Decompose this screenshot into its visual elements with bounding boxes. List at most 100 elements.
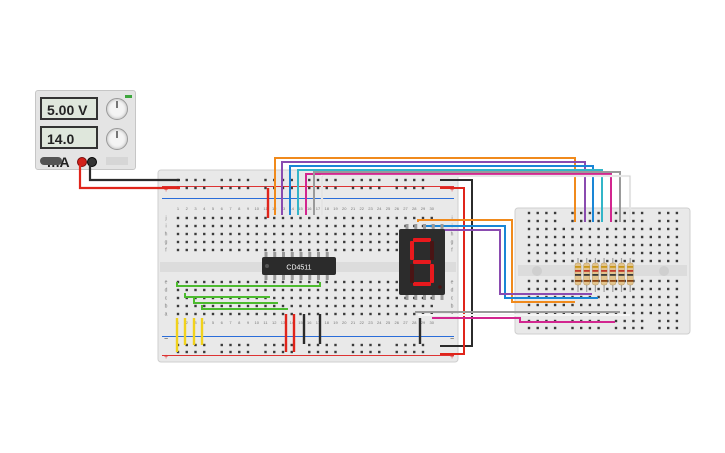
terminal-hole[interactable] xyxy=(640,303,644,307)
rail-hole[interactable] xyxy=(527,219,531,223)
terminal-hole[interactable] xyxy=(316,240,320,244)
rail-hole[interactable] xyxy=(220,186,223,190)
terminal-hole[interactable] xyxy=(527,243,531,247)
terminal-hole[interactable] xyxy=(649,295,652,299)
terminal-hole[interactable] xyxy=(378,288,381,292)
terminal-hole[interactable] xyxy=(562,235,565,239)
terminal-hole[interactable] xyxy=(386,288,390,292)
terminal-hole[interactable] xyxy=(623,311,626,315)
terminal-hole[interactable] xyxy=(194,312,197,316)
terminal-hole[interactable] xyxy=(325,304,328,308)
rail-hole[interactable] xyxy=(360,350,363,354)
terminal-hole[interactable] xyxy=(378,312,381,316)
rail-hole[interactable] xyxy=(369,343,372,347)
rail-hole[interactable] xyxy=(614,319,618,323)
terminal-hole[interactable] xyxy=(536,251,539,255)
terminal-hole[interactable] xyxy=(299,216,302,220)
terminal-hole[interactable] xyxy=(308,240,311,244)
rail-hole[interactable] xyxy=(325,350,328,354)
terminal-hole[interactable] xyxy=(246,248,250,252)
rail-hole[interactable] xyxy=(667,211,670,215)
rail-hole[interactable] xyxy=(238,350,241,354)
rail-hole[interactable] xyxy=(351,350,355,354)
terminal-hole[interactable] xyxy=(430,304,433,308)
terminal-hole[interactable] xyxy=(343,216,346,220)
terminal-hole[interactable] xyxy=(580,235,583,239)
terminal-hole[interactable] xyxy=(290,312,293,316)
terminal-hole[interactable] xyxy=(176,248,180,252)
terminal-hole[interactable] xyxy=(308,280,311,284)
rail-hole[interactable] xyxy=(334,178,337,182)
terminal-hole[interactable] xyxy=(290,248,293,252)
terminal-hole[interactable] xyxy=(553,227,557,231)
terminal-hole[interactable] xyxy=(176,240,180,244)
terminal-hole[interactable] xyxy=(632,251,635,255)
terminal-hole[interactable] xyxy=(299,312,302,316)
terminal-hole[interactable] xyxy=(229,216,232,220)
terminal-hole[interactable] xyxy=(553,287,557,291)
rail-hole[interactable] xyxy=(238,186,241,190)
rail-hole[interactable] xyxy=(290,350,293,354)
terminal-hole[interactable] xyxy=(308,224,311,228)
rail-hole[interactable] xyxy=(571,219,574,223)
terminal-hole[interactable] xyxy=(229,312,232,316)
rail-hole[interactable] xyxy=(325,343,328,347)
terminal-hole[interactable] xyxy=(229,240,232,244)
terminal-hole[interactable] xyxy=(597,287,600,291)
terminal-hole[interactable] xyxy=(360,312,363,316)
terminal-hole[interactable] xyxy=(343,232,346,236)
terminal-hole[interactable] xyxy=(675,227,679,231)
terminal-hole[interactable] xyxy=(351,224,355,228)
terminal-hole[interactable] xyxy=(536,287,539,291)
terminal-hole[interactable] xyxy=(343,312,346,316)
terminal-hole[interactable] xyxy=(632,295,635,299)
terminal-hole[interactable] xyxy=(536,243,539,247)
terminal-hole[interactable] xyxy=(378,224,381,228)
terminal-hole[interactable] xyxy=(176,216,180,220)
terminal-hole[interactable] xyxy=(246,304,250,308)
rail-hole[interactable] xyxy=(395,178,398,182)
terminal-hole[interactable] xyxy=(562,243,565,247)
terminal-hole[interactable] xyxy=(378,280,381,284)
rail-hole[interactable] xyxy=(334,186,337,190)
rail-hole[interactable] xyxy=(667,319,670,323)
terminal-hole[interactable] xyxy=(281,216,285,220)
terminal-hole[interactable] xyxy=(553,235,557,239)
terminal-hole[interactable] xyxy=(281,280,285,284)
resistor[interactable] xyxy=(600,258,608,292)
rail-hole[interactable] xyxy=(325,178,328,182)
terminal-hole[interactable] xyxy=(246,216,250,220)
terminal-hole[interactable] xyxy=(649,243,652,247)
terminal-hole[interactable] xyxy=(369,216,372,220)
terminal-hole[interactable] xyxy=(238,240,241,244)
terminal-hole[interactable] xyxy=(606,259,609,263)
terminal-hole[interactable] xyxy=(588,303,592,307)
terminal-hole[interactable] xyxy=(640,235,644,239)
resistor[interactable] xyxy=(592,258,599,292)
terminal-hole[interactable] xyxy=(299,240,302,244)
rail-hole[interactable] xyxy=(281,343,285,347)
terminal-hole[interactable] xyxy=(386,248,390,252)
rail-hole[interactable] xyxy=(404,178,407,182)
terminal-hole[interactable] xyxy=(553,279,557,283)
terminal-hole[interactable] xyxy=(658,303,661,307)
terminal-hole[interactable] xyxy=(194,232,197,236)
terminal-hole[interactable] xyxy=(220,248,223,252)
terminal-hole[interactable] xyxy=(334,288,337,292)
rail-hole[interactable] xyxy=(351,178,355,182)
terminal-hole[interactable] xyxy=(395,248,398,252)
terminal-hole[interactable] xyxy=(325,296,328,300)
terminal-hole[interactable] xyxy=(580,251,583,255)
rail-hole[interactable] xyxy=(290,343,293,347)
rail-hole[interactable] xyxy=(527,211,531,215)
rail-hole[interactable] xyxy=(632,219,635,223)
terminal-hole[interactable] xyxy=(623,227,626,231)
terminal-hole[interactable] xyxy=(527,287,531,291)
rail-hole[interactable] xyxy=(281,350,285,354)
terminal-hole[interactable] xyxy=(211,304,215,308)
terminal-hole[interactable] xyxy=(588,227,592,231)
resistor-array[interactable] xyxy=(574,258,634,292)
terminal-hole[interactable] xyxy=(623,303,626,307)
terminal-hole[interactable] xyxy=(571,251,574,255)
rail-hole[interactable] xyxy=(545,326,548,330)
